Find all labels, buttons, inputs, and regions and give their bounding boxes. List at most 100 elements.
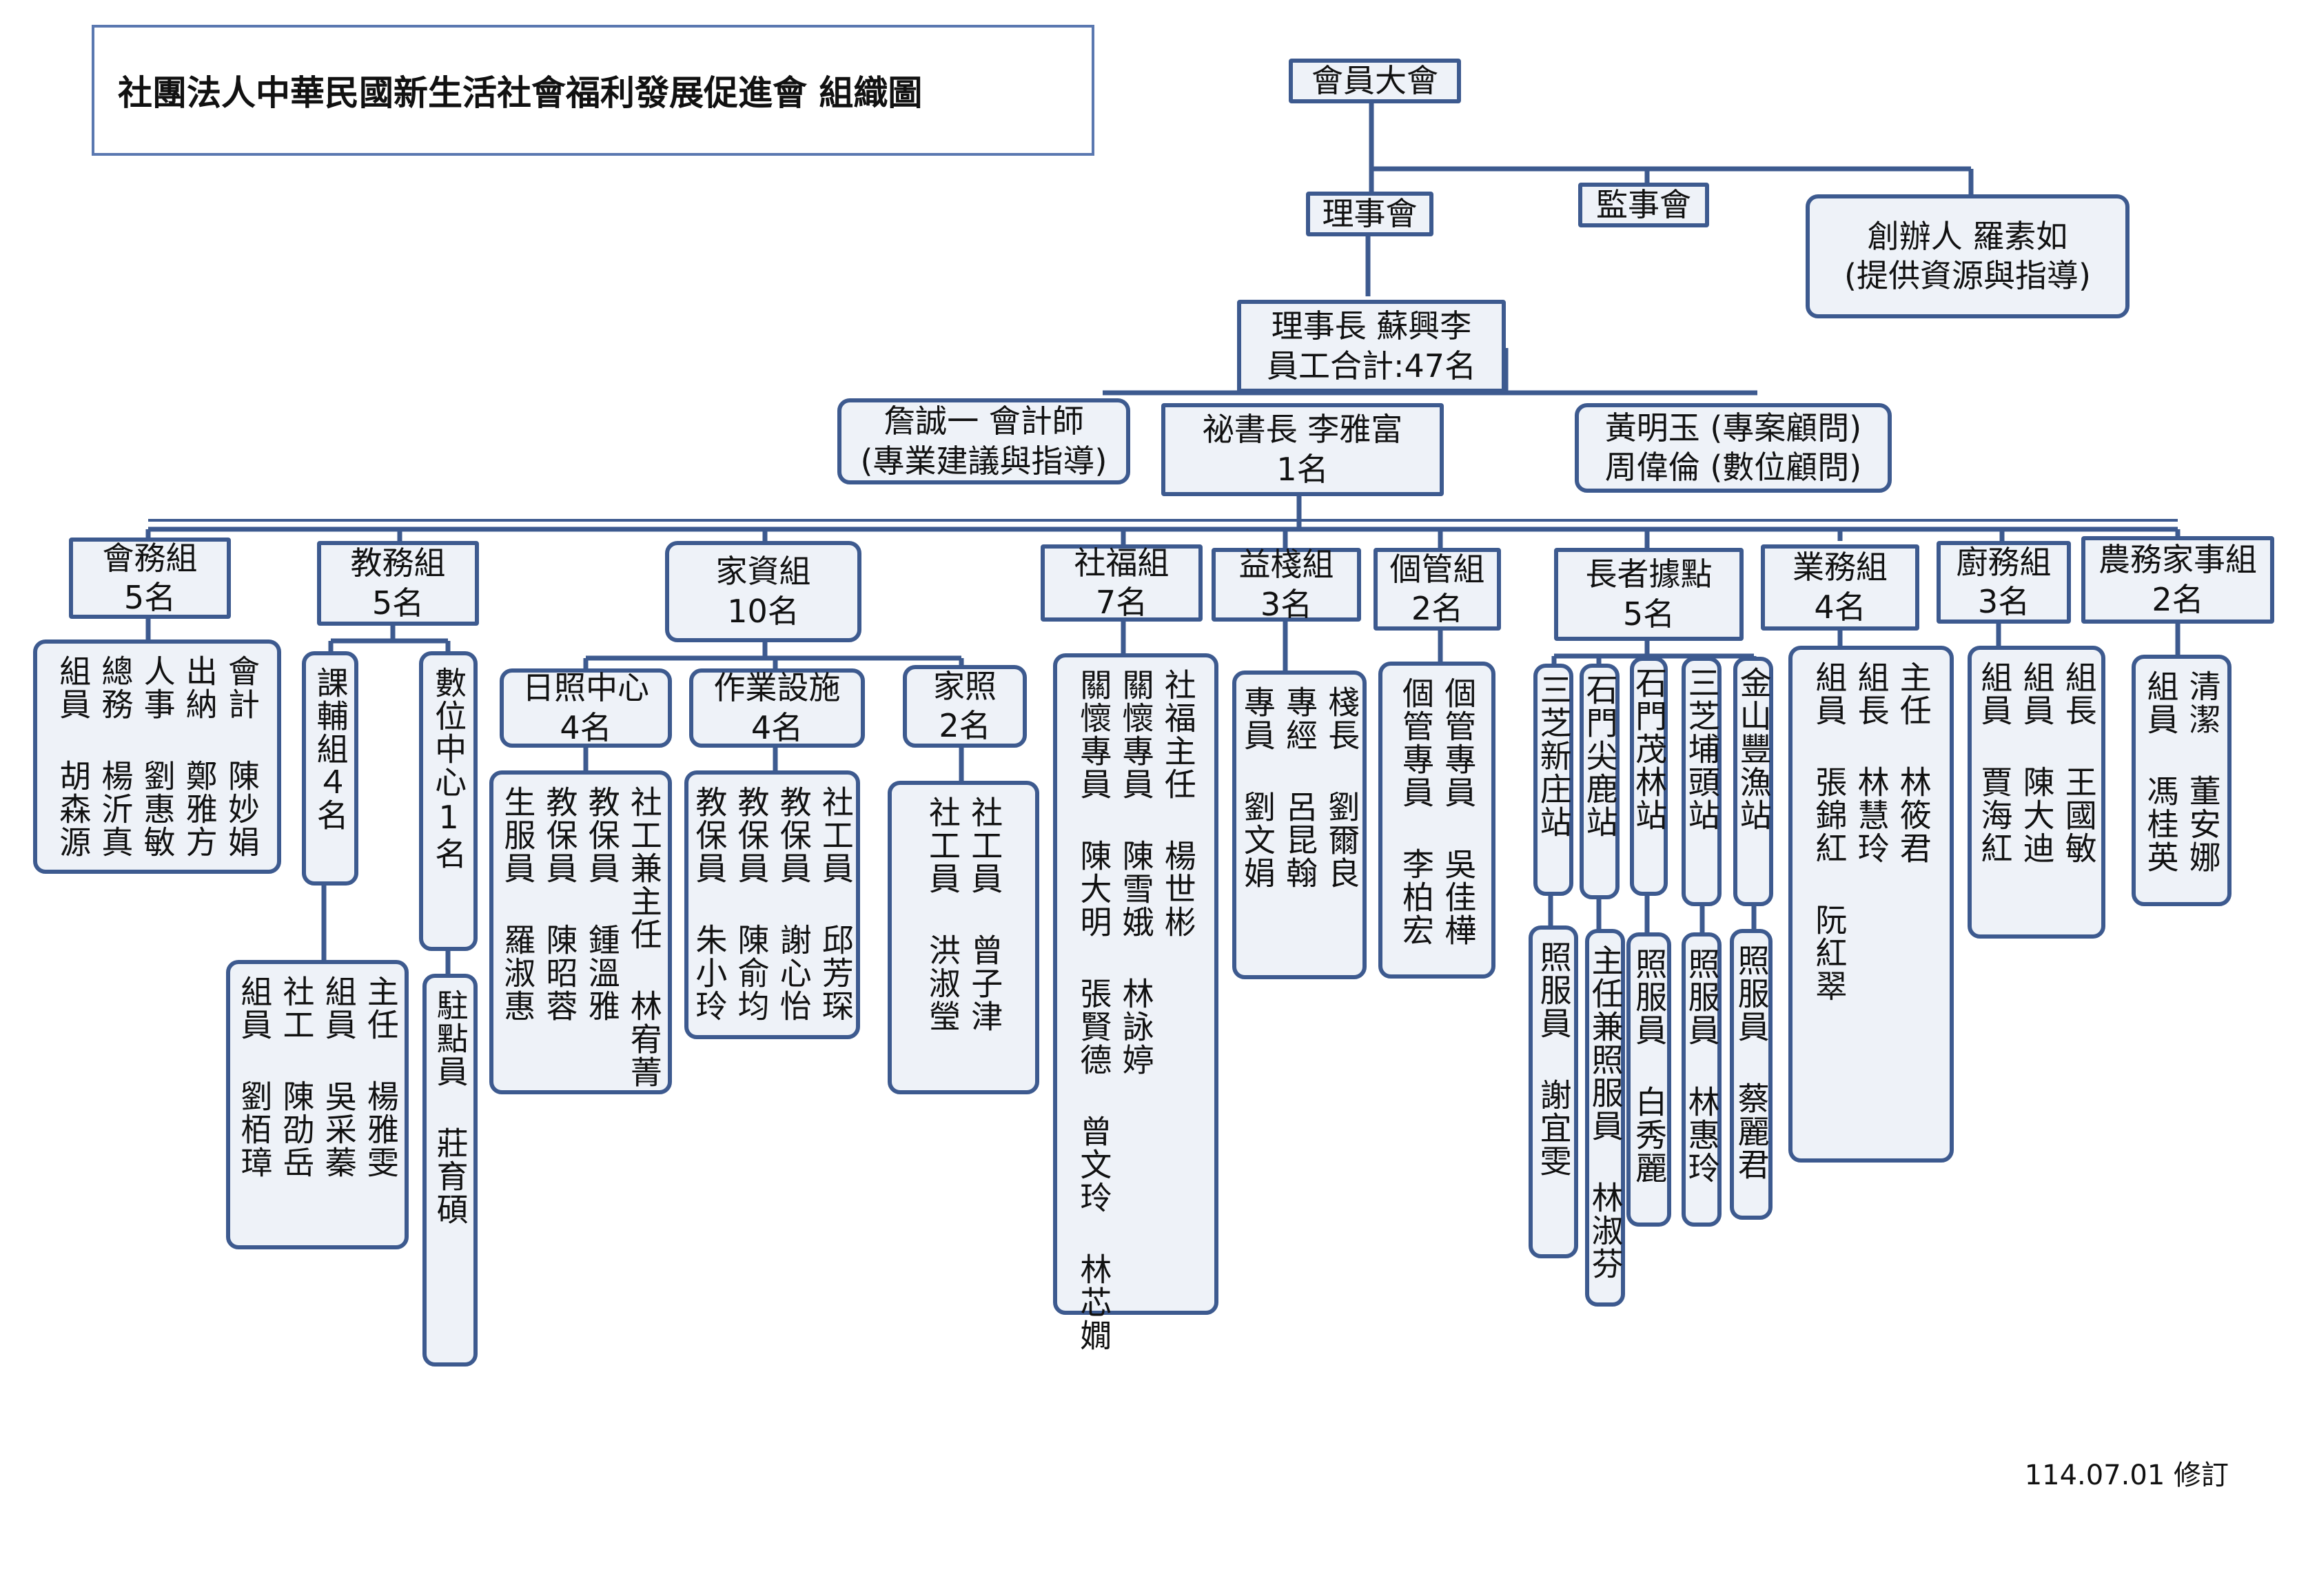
member: 駐點員 莊育碩 <box>431 989 469 1226</box>
member: 社工員 洪淑瑩 <box>924 796 961 1033</box>
member: 教保員 謝心怡 <box>775 786 813 1023</box>
node-chairman: 理事長 蘇興李 員工合計:47名 <box>1237 300 1506 393</box>
member: 主任兼照服員 林淑芬 <box>1586 944 1624 1280</box>
group-count: 2名 <box>1411 590 1464 627</box>
station-name: 三芝新庄站 <box>1535 673 1573 839</box>
members-jinshan-fengyu: 照服員 蔡麗君 <box>1730 929 1773 1220</box>
secretary-name: 祕書長 李雅富 <box>1202 411 1403 448</box>
group-count: 7名 <box>1095 584 1148 621</box>
group-name: 益棧組 <box>1238 546 1334 583</box>
member: 主任 林筱君 <box>1895 661 1932 865</box>
node-assembly: 會員大會 <box>1289 59 1461 103</box>
group-name: 家資組 <box>715 553 811 590</box>
accountant-note: (專業建議與指導) <box>860 442 1107 480</box>
group-name: 業務組 <box>1793 549 1888 586</box>
members-case: 個管專員 吳佳樺 個管專員 李柏宏 <box>1378 662 1495 979</box>
group-name: 廚務組 <box>1956 543 2052 581</box>
node-founder: 創辦人 羅素如 (提供資源與指導) <box>1806 194 2130 318</box>
member: 社福主任 楊世彬 <box>1159 668 1197 939</box>
founder-name: 創辦人 羅素如 <box>1867 217 2068 255</box>
node-label: 監事會 <box>1596 185 1691 223</box>
subgroup-name: 數位中心1名 <box>430 666 468 870</box>
advisor-2: 周偉倫 (數位顧問) <box>1604 449 1862 486</box>
members-farm: 清潔 董安娜 組員 馮桂英 <box>2132 655 2232 906</box>
member: 組員 吳采蓁 <box>320 975 358 1179</box>
node-advisors: 黃明玉 (專案顧問) 周偉倫 (數位顧問) <box>1575 403 1892 493</box>
member: 清潔 董安娜 <box>2184 670 2222 874</box>
node-label: 會員大會 <box>1311 61 1438 99</box>
group-count: 4名 <box>1814 588 1866 626</box>
member: 教保員 鍾溫雅 <box>583 786 621 1023</box>
member: 社工 陳劭岳 <box>278 975 316 1179</box>
member: 專員 劉文娟 <box>1238 686 1276 890</box>
staff-total: 員工合計:47名 <box>1266 347 1477 385</box>
member: 照服員 謝宜雯 <box>1535 941 1573 1178</box>
group-name: 長者據點 <box>1585 555 1713 593</box>
station-name: 石門茂林站 <box>1631 666 1668 832</box>
subgroup-tutor: 課輔組４名 <box>302 651 358 886</box>
subgroup-name: 作業設施 <box>713 669 841 706</box>
member: 組員 馮桂英 <box>2142 670 2180 874</box>
members-kitchen: 組長 王國敏 組員 陳大迪 組員 賈海紅 <box>1968 646 2105 939</box>
revision-date: 114.07.01 修訂 <box>2024 1460 2229 1491</box>
members-shimen-jianlu: 主任兼照服員 林淑芬 <box>1585 929 1625 1307</box>
station-name: 三芝埔頭站 <box>1683 666 1721 832</box>
subgroup-count: 4名 <box>750 708 804 746</box>
members-workshop: 社工員 邱芳琛 教保員 謝心怡 教保員 陳俞均 教保員 朱小玲 <box>684 770 860 1039</box>
node-secretary: 祕書長 李雅富 1名 <box>1161 403 1444 496</box>
group-count: 5名 <box>371 584 425 622</box>
station-sanzhi-xinzhuang: 三芝新庄站 <box>1533 664 1573 896</box>
members-homecare: 社工員 曾子津 社工員 洪淑瑩 <box>888 781 1039 1094</box>
member: 組員 張錦紅 阮紅翠 <box>1810 661 1848 1003</box>
node-accountant: 詹誠一 會計師 (專業建議與指導) <box>837 398 1130 484</box>
member: 照服員 白秀麗 <box>1631 948 1668 1185</box>
members-shimen-maolin: 照服員 白秀麗 <box>1626 932 1671 1227</box>
member: 生服員 羅淑惠 <box>499 786 537 1023</box>
member: 組長 林慧玲 <box>1852 661 1890 865</box>
subgroup-name: 課輔組４名 <box>312 666 349 832</box>
node-supervisors: 監事會 <box>1578 183 1709 227</box>
member: 社工員 邱芳琛 <box>817 786 855 1023</box>
members-business: 主任 林筱君 組長 林慧玲 組員 張錦紅 阮紅翠 <box>1788 646 1954 1163</box>
member: 教保員 陳昭蓉 <box>541 786 579 1023</box>
member: 社工員 曾子津 <box>966 796 1004 1033</box>
subgroup-name: 日照中心 <box>522 669 649 706</box>
station-shimen-jianlu: 石門尖鹿站 <box>1580 664 1620 899</box>
members-yiji: 棧長 劉爾良 專經 呂昆翰 專員 劉文娟 <box>1232 671 1367 979</box>
page-title: 社團法人中華民國新生活社會福利發展促進會 組織圖 <box>92 25 1094 156</box>
member: 組員 胡森源 <box>54 655 92 859</box>
member: 照服員 蔡麗君 <box>1733 944 1770 1181</box>
member: 會計 陳妙娟 <box>223 655 261 859</box>
member: 組員 賈海紅 <box>1976 661 2014 865</box>
members-daycare: 社工兼主任 林宥菁 教保員 鍾溫雅 教保員 陳昭蓉 生服員 羅淑惠 <box>489 770 672 1094</box>
member: 社工兼主任 林宥菁 <box>625 786 663 1089</box>
station-jinshan-fengyu: 金山豐漁站 <box>1733 657 1773 906</box>
members-welfare: 社福主任 楊世彬 關懷專員 陳雪娥 林詠婷 關懷專員 陳大明 張賢德 曾文玲 林… <box>1053 653 1218 1352</box>
subgroup-name: 家照 <box>933 667 997 705</box>
member: 關懷專員 陳大明 張賢德 曾文玲 林芯嫺 <box>1075 668 1113 1352</box>
group-count: 2名 <box>2152 580 2204 618</box>
member: 照服員 林惠玲 <box>1683 948 1721 1185</box>
members-admin: 會計 陳妙娟 出納 鄭雅方 人事 劉惠敏 總務 楊沂真 組員 胡森源 <box>33 640 281 874</box>
group-count: 3名 <box>1977 583 2030 620</box>
station-name: 金山豐漁站 <box>1735 666 1773 832</box>
founder-note: (提供資源與指導) <box>1844 257 2091 294</box>
member: 專經 呂昆翰 <box>1281 686 1319 890</box>
node-label: 理事會 <box>1322 194 1418 232</box>
member: 主任 楊雅雯 <box>362 975 400 1179</box>
group-name: 個管組 <box>1389 550 1485 588</box>
station-sanzhi-putou: 三芝埔頭站 <box>1682 657 1722 906</box>
